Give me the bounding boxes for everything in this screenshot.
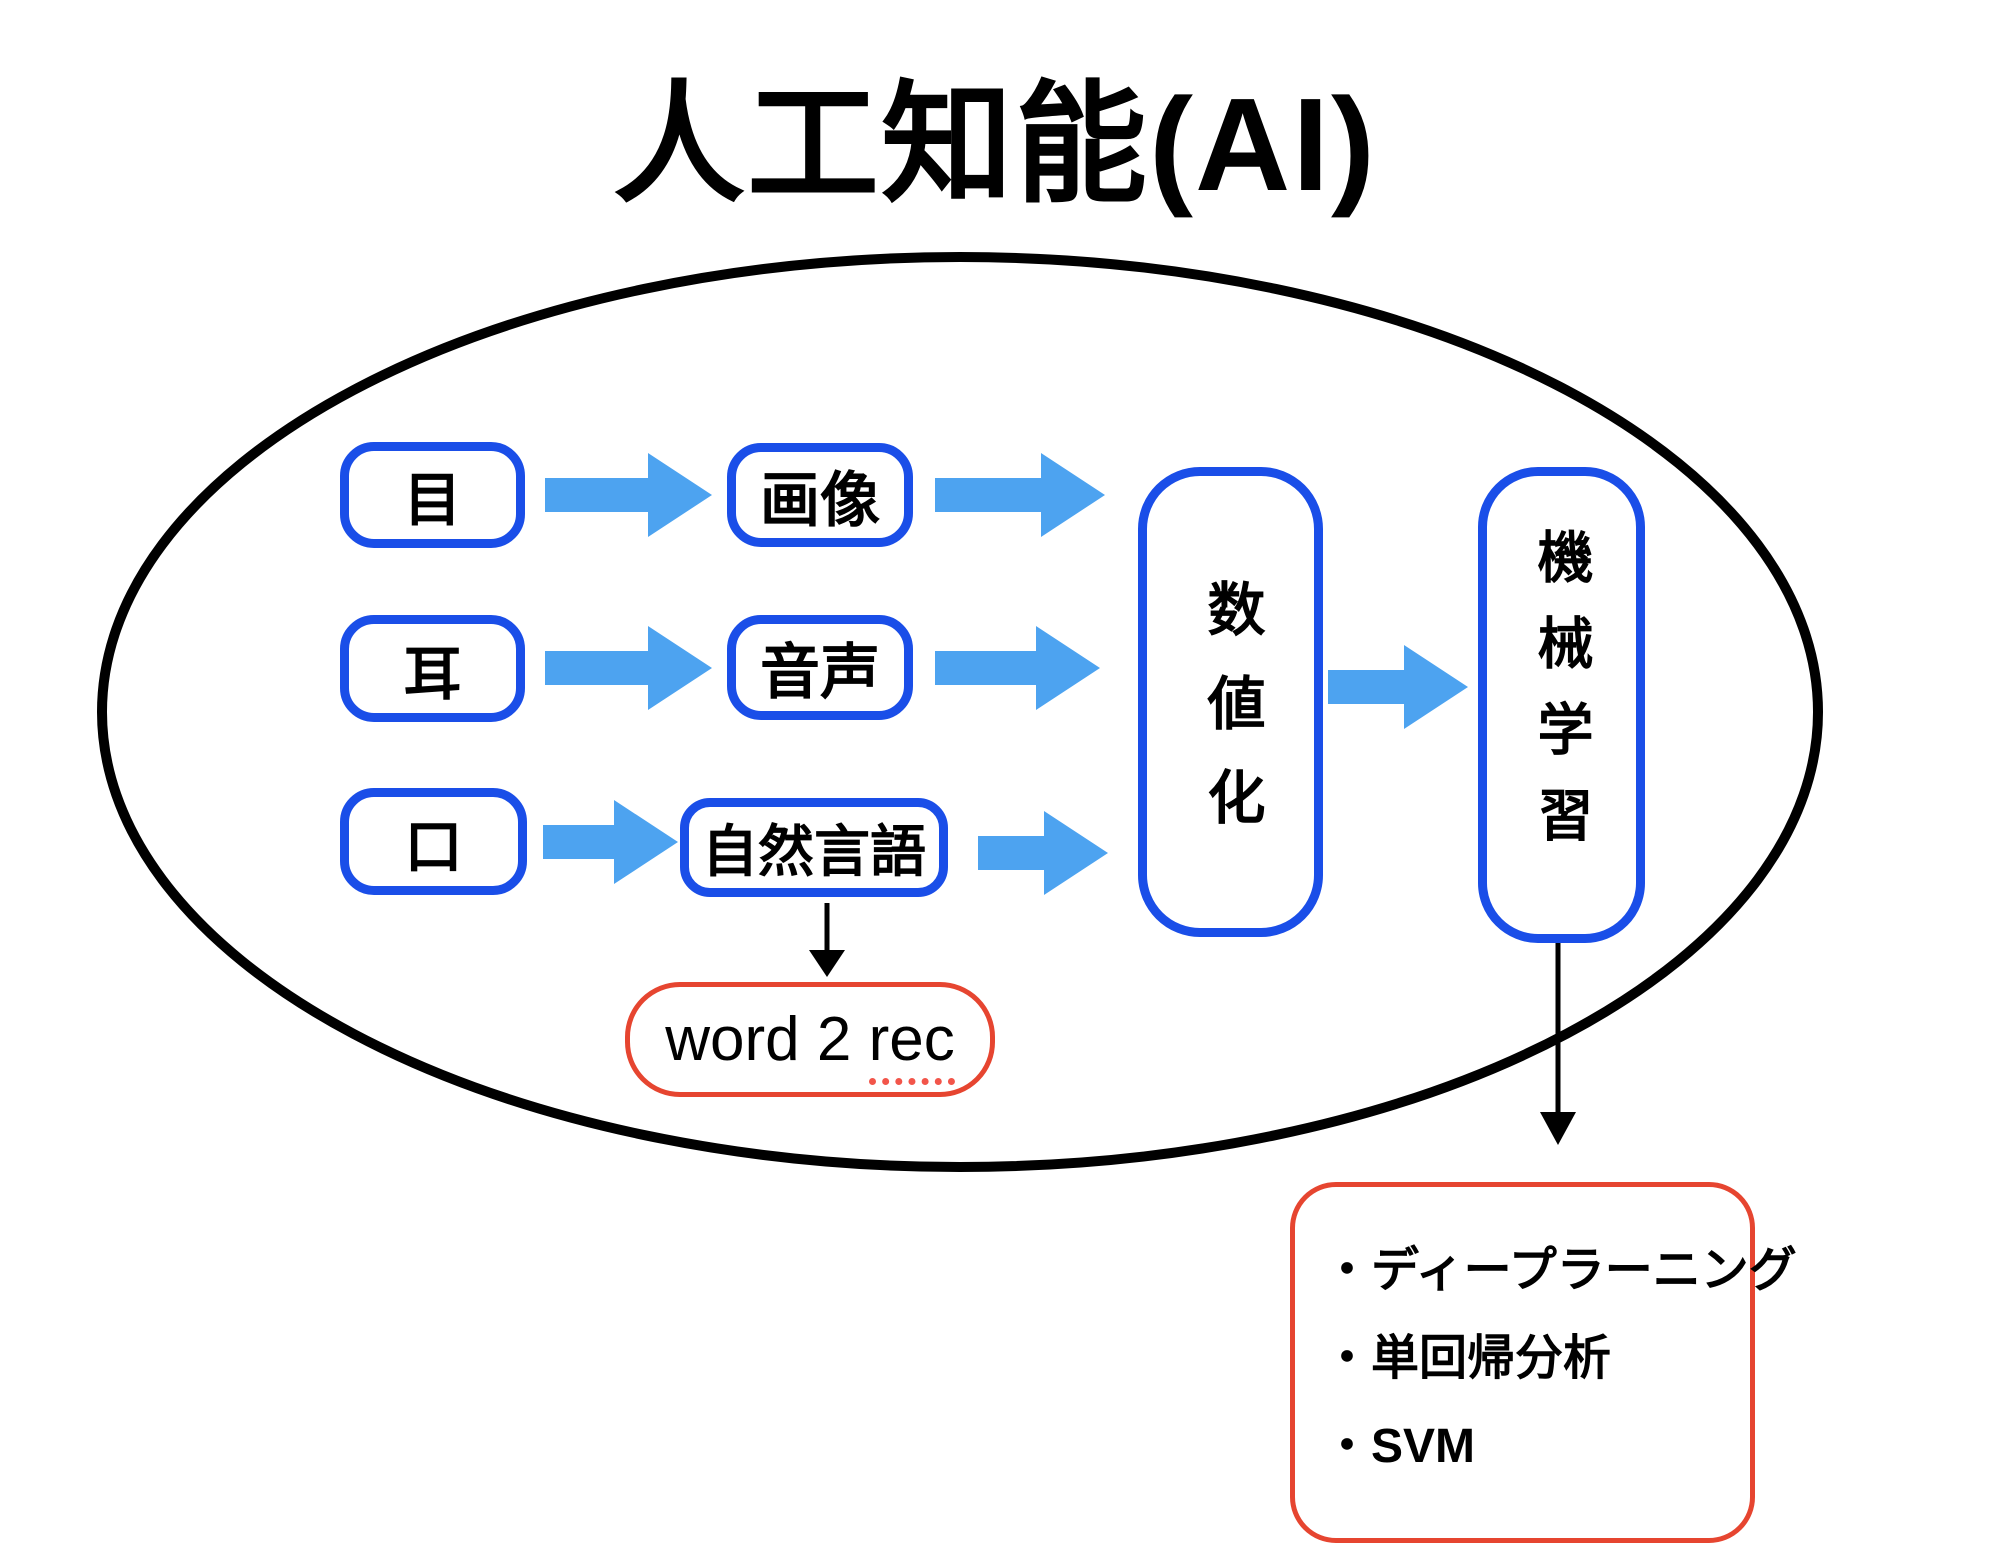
node-natural-language-label: 自然言語 (702, 820, 926, 883)
node-machine-learning-label: 機械学習 (1530, 528, 1593, 872)
ai-boundary-ellipse (97, 252, 1823, 1172)
arrow-ear-to-voice (545, 626, 712, 710)
node-image-label: 画像 (760, 466, 880, 534)
word2rec-prefix: word 2 (665, 1005, 869, 1074)
page-title: 人工知能(AI) (613, 71, 1377, 218)
arrow-voice-to-numericization (935, 626, 1100, 710)
ml-method-item: ・ディープラーニング (1323, 1244, 1797, 1297)
node-eye: 目 (340, 442, 525, 548)
arrow-eye-to-image (545, 453, 712, 537)
node-numericization-label: 数値化 (1198, 579, 1264, 861)
node-ear: 耳 (340, 615, 525, 722)
arrow-image-to-numericization (935, 453, 1105, 537)
node-ear-label: 耳 (403, 641, 462, 707)
word2rec-text: word 2 rec (665, 1004, 955, 1085)
node-mouth-label: 口 (404, 814, 463, 880)
node-mouth: 口 (340, 788, 527, 895)
node-natural-language: 自然言語 (680, 798, 948, 897)
arrowhead-ml-to-methods (1540, 1112, 1576, 1145)
arrow-mouth-to-natural-language (543, 800, 678, 884)
node-voice-label: 音声 (760, 639, 880, 706)
ml-methods-box: ・ディープラーニング ・単回帰分析 ・SVM (1290, 1182, 1797, 1543)
arrow-numericization-to-machine-learning (1328, 645, 1468, 729)
node-numericization: 数値化 (1138, 467, 1323, 937)
node-machine-learning: 機械学習 (1478, 467, 1645, 943)
node-voice: 音声 (727, 615, 913, 720)
node-eye-label: 目 (403, 468, 462, 533)
arrowhead-nl-to-word2rec (809, 950, 845, 977)
node-image: 画像 (727, 443, 913, 547)
ml-method-item: ・単回帰分析 (1323, 1332, 1612, 1385)
arrow-natural-language-to-numericization (978, 811, 1108, 895)
word2rec-underlined-text: rec (868, 1005, 955, 1085)
word2rec-box: word 2 rec (625, 982, 995, 1097)
ml-method-item: ・SVM (1323, 1420, 1476, 1473)
